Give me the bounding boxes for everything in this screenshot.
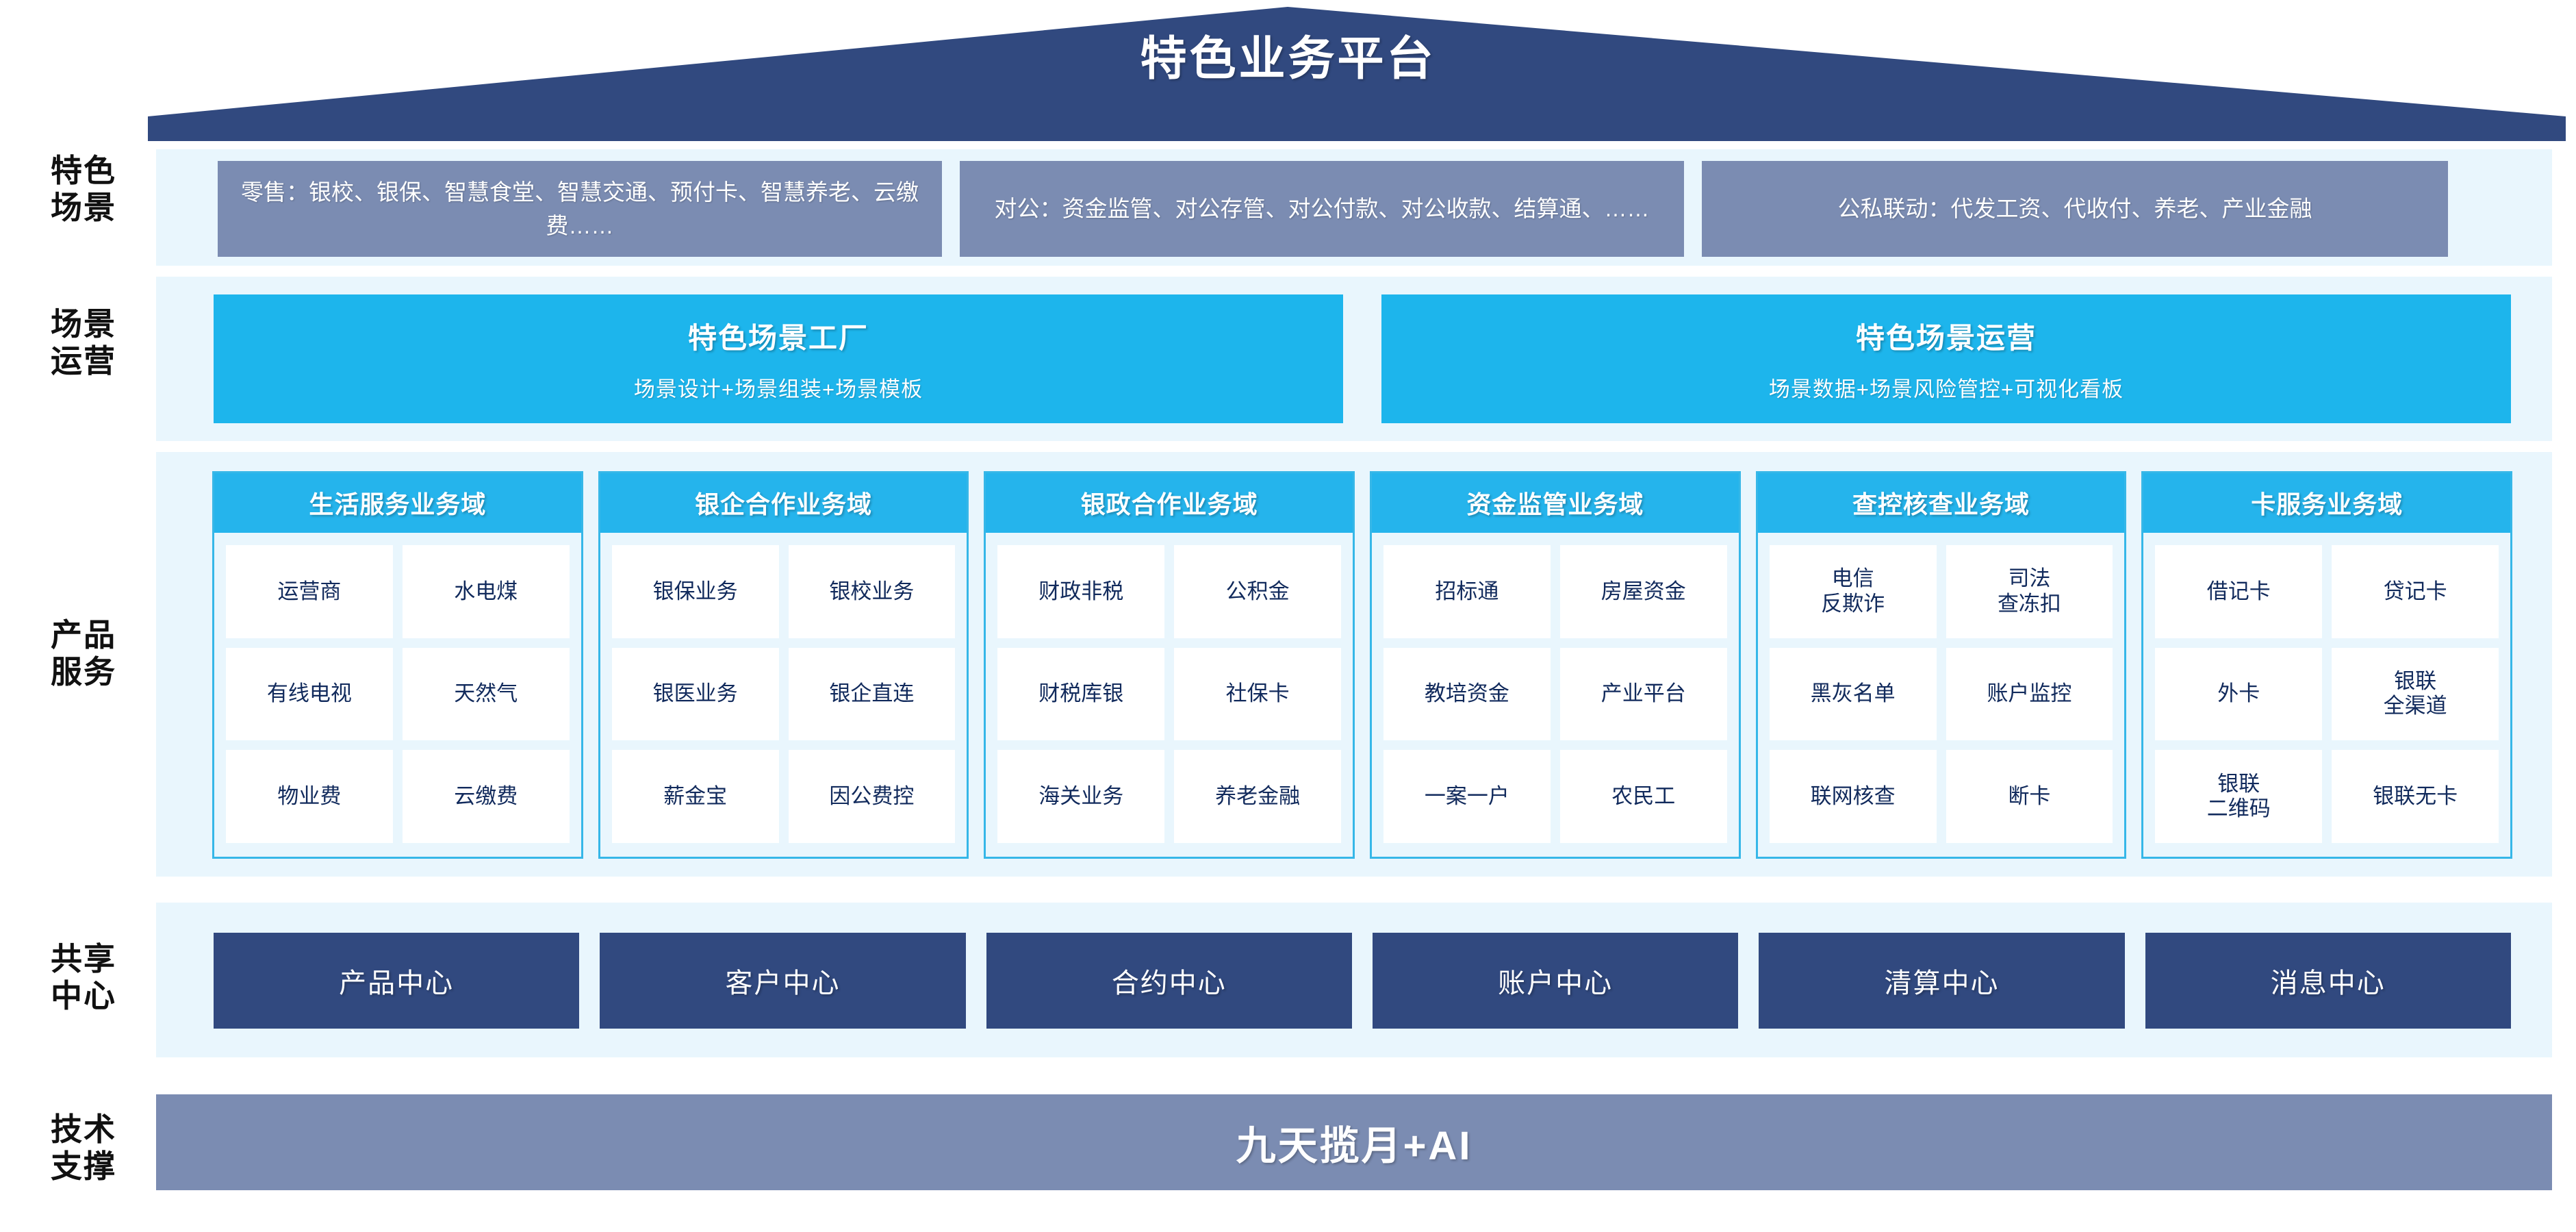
row-label-shared-centers: 共享 中心: [51, 941, 116, 1014]
domain-tile[interactable]: 财税库银: [997, 647, 1165, 741]
domain-title: 卡服务业务域: [2143, 473, 2511, 533]
domain-card-investigation-control[interactable]: 查控核查业务域 电信 反欺诈 司法 查冻扣 黑灰名单 账户监控 联网核查 断卡: [1755, 471, 2127, 859]
page-title: 特色业务平台: [1140, 33, 1436, 85]
domain-tile-grid: 借记卡 贷记卡 外卡 银联 全渠道 银联 二维码 银联无卡: [2143, 533, 2510, 857]
domain-tile[interactable]: 有线电视: [226, 647, 393, 741]
domain-tile[interactable]: 房屋资金: [1559, 545, 1727, 638]
scenario-factory-subtitle: 场景设计+场景组装+场景模板: [633, 377, 923, 401]
domain-tile[interactable]: 账户监控: [1946, 647, 2113, 741]
domain-tile-grid: 招标通 房屋资金 教培资金 产业平台 一案一户 农民工: [1372, 533, 1739, 857]
domain-tile[interactable]: 银企直连: [788, 647, 956, 741]
domain-tile[interactable]: 运营商: [226, 545, 393, 638]
scenario-row: 零售：银校、银保、智慧食堂、智慧交通、预付卡、智慧养老、云缴费…… 对公：资金监…: [218, 161, 2511, 257]
domain-card-bank-government[interactable]: 银政合作业务域 财政非税 公积金 财税库银 社保卡 海关业务 养老金融: [984, 471, 1355, 859]
shared-center-account[interactable]: 账户中心: [1372, 933, 1739, 1029]
domain-tile[interactable]: 贷记卡: [2332, 545, 2499, 638]
domain-card-card-service[interactable]: 卡服务业务域 借记卡 贷记卡 外卡 银联 全渠道 银联 二维码 银联无卡: [2141, 471, 2513, 859]
domain-tile[interactable]: 因公费控: [788, 750, 956, 843]
tech-support-bar[interactable]: 九天揽月+AI: [156, 1094, 2552, 1190]
domain-tile[interactable]: 联网核查: [1769, 750, 1937, 843]
domain-card-bank-enterprise[interactable]: 银企合作业务域 银保业务 银校业务 银医业务 银企直连 薪金宝 因公费控: [598, 471, 969, 859]
domain-tile[interactable]: 财政非税: [997, 545, 1165, 638]
domain-tile[interactable]: 海关业务: [997, 750, 1165, 843]
domain-title: 银政合作业务域: [986, 473, 1353, 533]
domain-tile[interactable]: 一案一户: [1383, 750, 1551, 843]
domain-tile[interactable]: 借记卡: [2155, 545, 2323, 638]
domain-tile[interactable]: 农民工: [1559, 750, 1727, 843]
row-label-operations: 场景 运营: [51, 306, 116, 379]
domain-card-life-service[interactable]: 生活服务业务域 运营商 水电煤 有线电视 天然气 物业费 云缴费: [212, 471, 583, 859]
domain-tile[interactable]: 社保卡: [1174, 647, 1342, 741]
domain-tile[interactable]: 黑灰名单: [1769, 647, 1937, 741]
domain-tile-grid: 电信 反欺诈 司法 查冻扣 黑灰名单 账户监控 联网核查 断卡: [1758, 533, 2125, 857]
domain-tile[interactable]: 司法 查冻扣: [1946, 545, 2113, 638]
domain-tile[interactable]: 银保业务: [611, 545, 779, 638]
domain-tile[interactable]: 水电煤: [402, 545, 570, 638]
shared-centers-row: 产品中心 客户中心 合约中心 账户中心 清算中心 消息中心: [214, 933, 2511, 1029]
domain-tile[interactable]: 产业平台: [1559, 647, 1727, 741]
product-domains-row: 生活服务业务域 运营商 水电煤 有线电视 天然气 物业费 云缴费 银企合作业务域…: [212, 471, 2513, 859]
domain-tile[interactable]: 银医业务: [611, 647, 779, 741]
domain-title: 银企合作业务域: [600, 473, 967, 533]
shared-center-product[interactable]: 产品中心: [214, 933, 580, 1029]
domain-tile[interactable]: 外卡: [2155, 647, 2323, 741]
scenario-operation-title: 特色场景运营: [1855, 322, 2037, 354]
domain-tile[interactable]: 天然气: [402, 647, 570, 741]
domain-tile-grid: 运营商 水电煤 有线电视 天然气 物业费 云缴费: [214, 533, 581, 857]
domain-tile[interactable]: 银联无卡: [2332, 750, 2499, 843]
scenario-operation-subtitle: 场景数据+场景风险管控+可视化看板: [1768, 377, 2124, 401]
domain-card-fund-supervision[interactable]: 资金监管业务域 招标通 房屋资金 教培资金 产业平台 一案一户 农民工: [1370, 471, 1741, 859]
scenario-public-private-box[interactable]: 公私联动：代发工资、代收付、养老、产业金融: [1702, 161, 2448, 257]
domain-tile[interactable]: 银联 全渠道: [2332, 647, 2499, 741]
domain-tile[interactable]: 电信 反欺诈: [1769, 545, 1937, 638]
domain-title: 资金监管业务域: [1372, 473, 1739, 533]
domain-tile[interactable]: 养老金融: [1174, 750, 1342, 843]
shared-center-clearing[interactable]: 清算中心: [1759, 933, 2125, 1029]
domain-tile[interactable]: 云缴费: [402, 750, 570, 843]
domain-tile[interactable]: 物业费: [226, 750, 393, 843]
shared-center-message[interactable]: 消息中心: [2145, 933, 2511, 1029]
row-label-tech-support: 技术 支撑: [51, 1111, 116, 1185]
domain-title: 查控核查业务域: [1757, 473, 2125, 533]
scenario-factory-box[interactable]: 特色场景工厂 场景设计+场景组装+场景模板: [214, 294, 1343, 423]
row-label-scenarios: 特色 场景: [51, 153, 116, 226]
domain-tile[interactable]: 薪金宝: [611, 750, 779, 843]
domain-tile[interactable]: 银联 二维码: [2155, 750, 2323, 843]
scenario-corporate-box[interactable]: 对公：资金监管、对公存管、对公付款、对公收款、结算通、……: [960, 161, 1684, 257]
domain-title: 生活服务业务域: [214, 473, 581, 533]
domain-tile[interactable]: 公积金: [1174, 545, 1342, 638]
domain-tile[interactable]: 银校业务: [788, 545, 956, 638]
domain-tile[interactable]: 教培资金: [1383, 647, 1551, 741]
operations-row: 特色场景工厂 场景设计+场景组装+场景模板 特色场景运营 场景数据+场景风险管控…: [214, 294, 2511, 423]
scenario-operation-box[interactable]: 特色场景运营 场景数据+场景风险管控+可视化看板: [1381, 294, 2511, 423]
domain-tile[interactable]: 招标通: [1383, 545, 1551, 638]
shared-center-contract[interactable]: 合约中心: [986, 933, 1352, 1029]
domain-tile-grid: 银保业务 银校业务 银医业务 银企直连 薪金宝 因公费控: [600, 533, 967, 857]
domain-tile-grid: 财政非税 公积金 财税库银 社保卡 海关业务 养老金融: [986, 533, 1353, 857]
platform-roof-banner: [0, 0, 2576, 144]
scenario-factory-title: 特色场景工厂: [687, 322, 869, 354]
row-label-products: 产品 服务: [51, 617, 116, 690]
scenario-retail-box[interactable]: 零售：银校、银保、智慧食堂、智慧交通、预付卡、智慧养老、云缴费……: [218, 161, 942, 257]
shared-center-customer[interactable]: 客户中心: [600, 933, 966, 1029]
domain-tile[interactable]: 断卡: [1946, 750, 2113, 843]
